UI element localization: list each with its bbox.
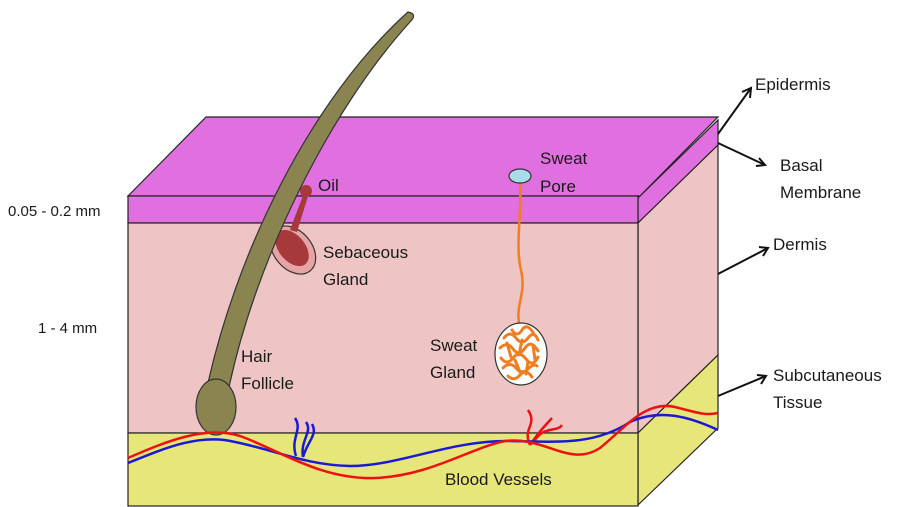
label-basal-membrane-line2: Membrane (780, 183, 861, 202)
label-hair-follicle-line1: Hair (241, 347, 273, 366)
label-sweat-pore-line1: Sweat (540, 149, 588, 168)
label-sebaceous-line2: Gland (323, 270, 368, 289)
label-sweat-gland-line1: Sweat (430, 336, 478, 355)
arrow-epidermis (718, 88, 751, 134)
sweat-pore (509, 169, 531, 183)
label-subcutaneous-line1: Subcutaneous (773, 366, 882, 385)
arrow-dermis (718, 248, 768, 274)
label-blood-vessels: Blood Vessels (445, 470, 552, 489)
front-subcutaneous (128, 433, 638, 506)
front-epidermis (128, 196, 638, 223)
label-sebaceous-line1: Sebaceous (323, 243, 408, 262)
label-arrows (718, 88, 768, 396)
oil-droplet (300, 185, 312, 197)
label-sweat-pore-line2: Pore (540, 177, 576, 196)
epidermis-top-face (128, 117, 718, 196)
label-sweat-gland-line2: Gland (430, 363, 475, 382)
measure-dermis-thickness: 1 - 4 mm (38, 320, 97, 337)
arrow-subcutaneous (718, 376, 766, 396)
label-hair-follicle-line2: Follicle (241, 374, 294, 393)
label-dermis: Dermis (773, 235, 827, 254)
label-basal-membrane-line1: Basal (780, 156, 823, 175)
label-oil: Oil (318, 176, 339, 195)
label-epidermis: Epidermis (755, 75, 831, 94)
arrow-basal-membrane (718, 143, 765, 165)
measure-epidermis-thickness: 0.05 - 0.2 mm (8, 203, 101, 220)
hair-follicle-bulb (196, 379, 236, 435)
label-subcutaneous-line2: Tissue (773, 393, 822, 412)
